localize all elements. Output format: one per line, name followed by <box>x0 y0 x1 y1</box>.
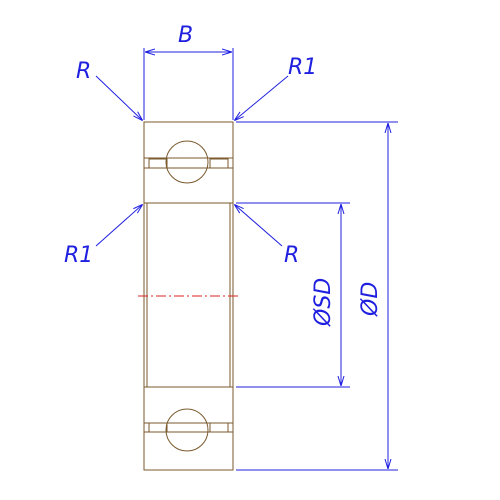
dimension-outer: ØD <box>236 121 398 471</box>
label-width: B <box>178 23 193 48</box>
top-inner-ring <box>143 167 234 204</box>
dimension-b: B <box>143 23 234 120</box>
top-outer-ring <box>143 121 234 159</box>
label-radius-inner-left: R1 <box>64 243 93 268</box>
bore-section <box>138 202 238 388</box>
bottom-bearing-section <box>143 386 234 471</box>
label-bore-diameter: ØSD <box>311 278 336 327</box>
top-bearing-section <box>143 121 234 204</box>
top-cage-left <box>148 158 168 169</box>
bottom-cage-right <box>209 422 229 433</box>
radius-leader-inner-right: R <box>235 205 299 268</box>
label-outer-diameter: ØD <box>358 282 383 317</box>
label-radius-top-right: R1 <box>288 55 317 80</box>
bottom-inner-ring <box>143 386 234 424</box>
bottom-ball <box>165 408 209 452</box>
bore-outline <box>143 202 234 388</box>
bottom-cage-left <box>148 422 168 433</box>
top-cage-right <box>209 158 229 169</box>
radius-leader-top-right: R1 <box>235 55 317 120</box>
radius-leader-inner-left: R1 <box>64 205 142 268</box>
radius-leader-top-left: R <box>76 59 142 120</box>
label-radius-top-left: R <box>76 59 91 84</box>
label-radius-inner-right: R <box>284 243 299 268</box>
top-ball <box>165 140 209 184</box>
dimension-bore: ØSD <box>236 202 350 388</box>
